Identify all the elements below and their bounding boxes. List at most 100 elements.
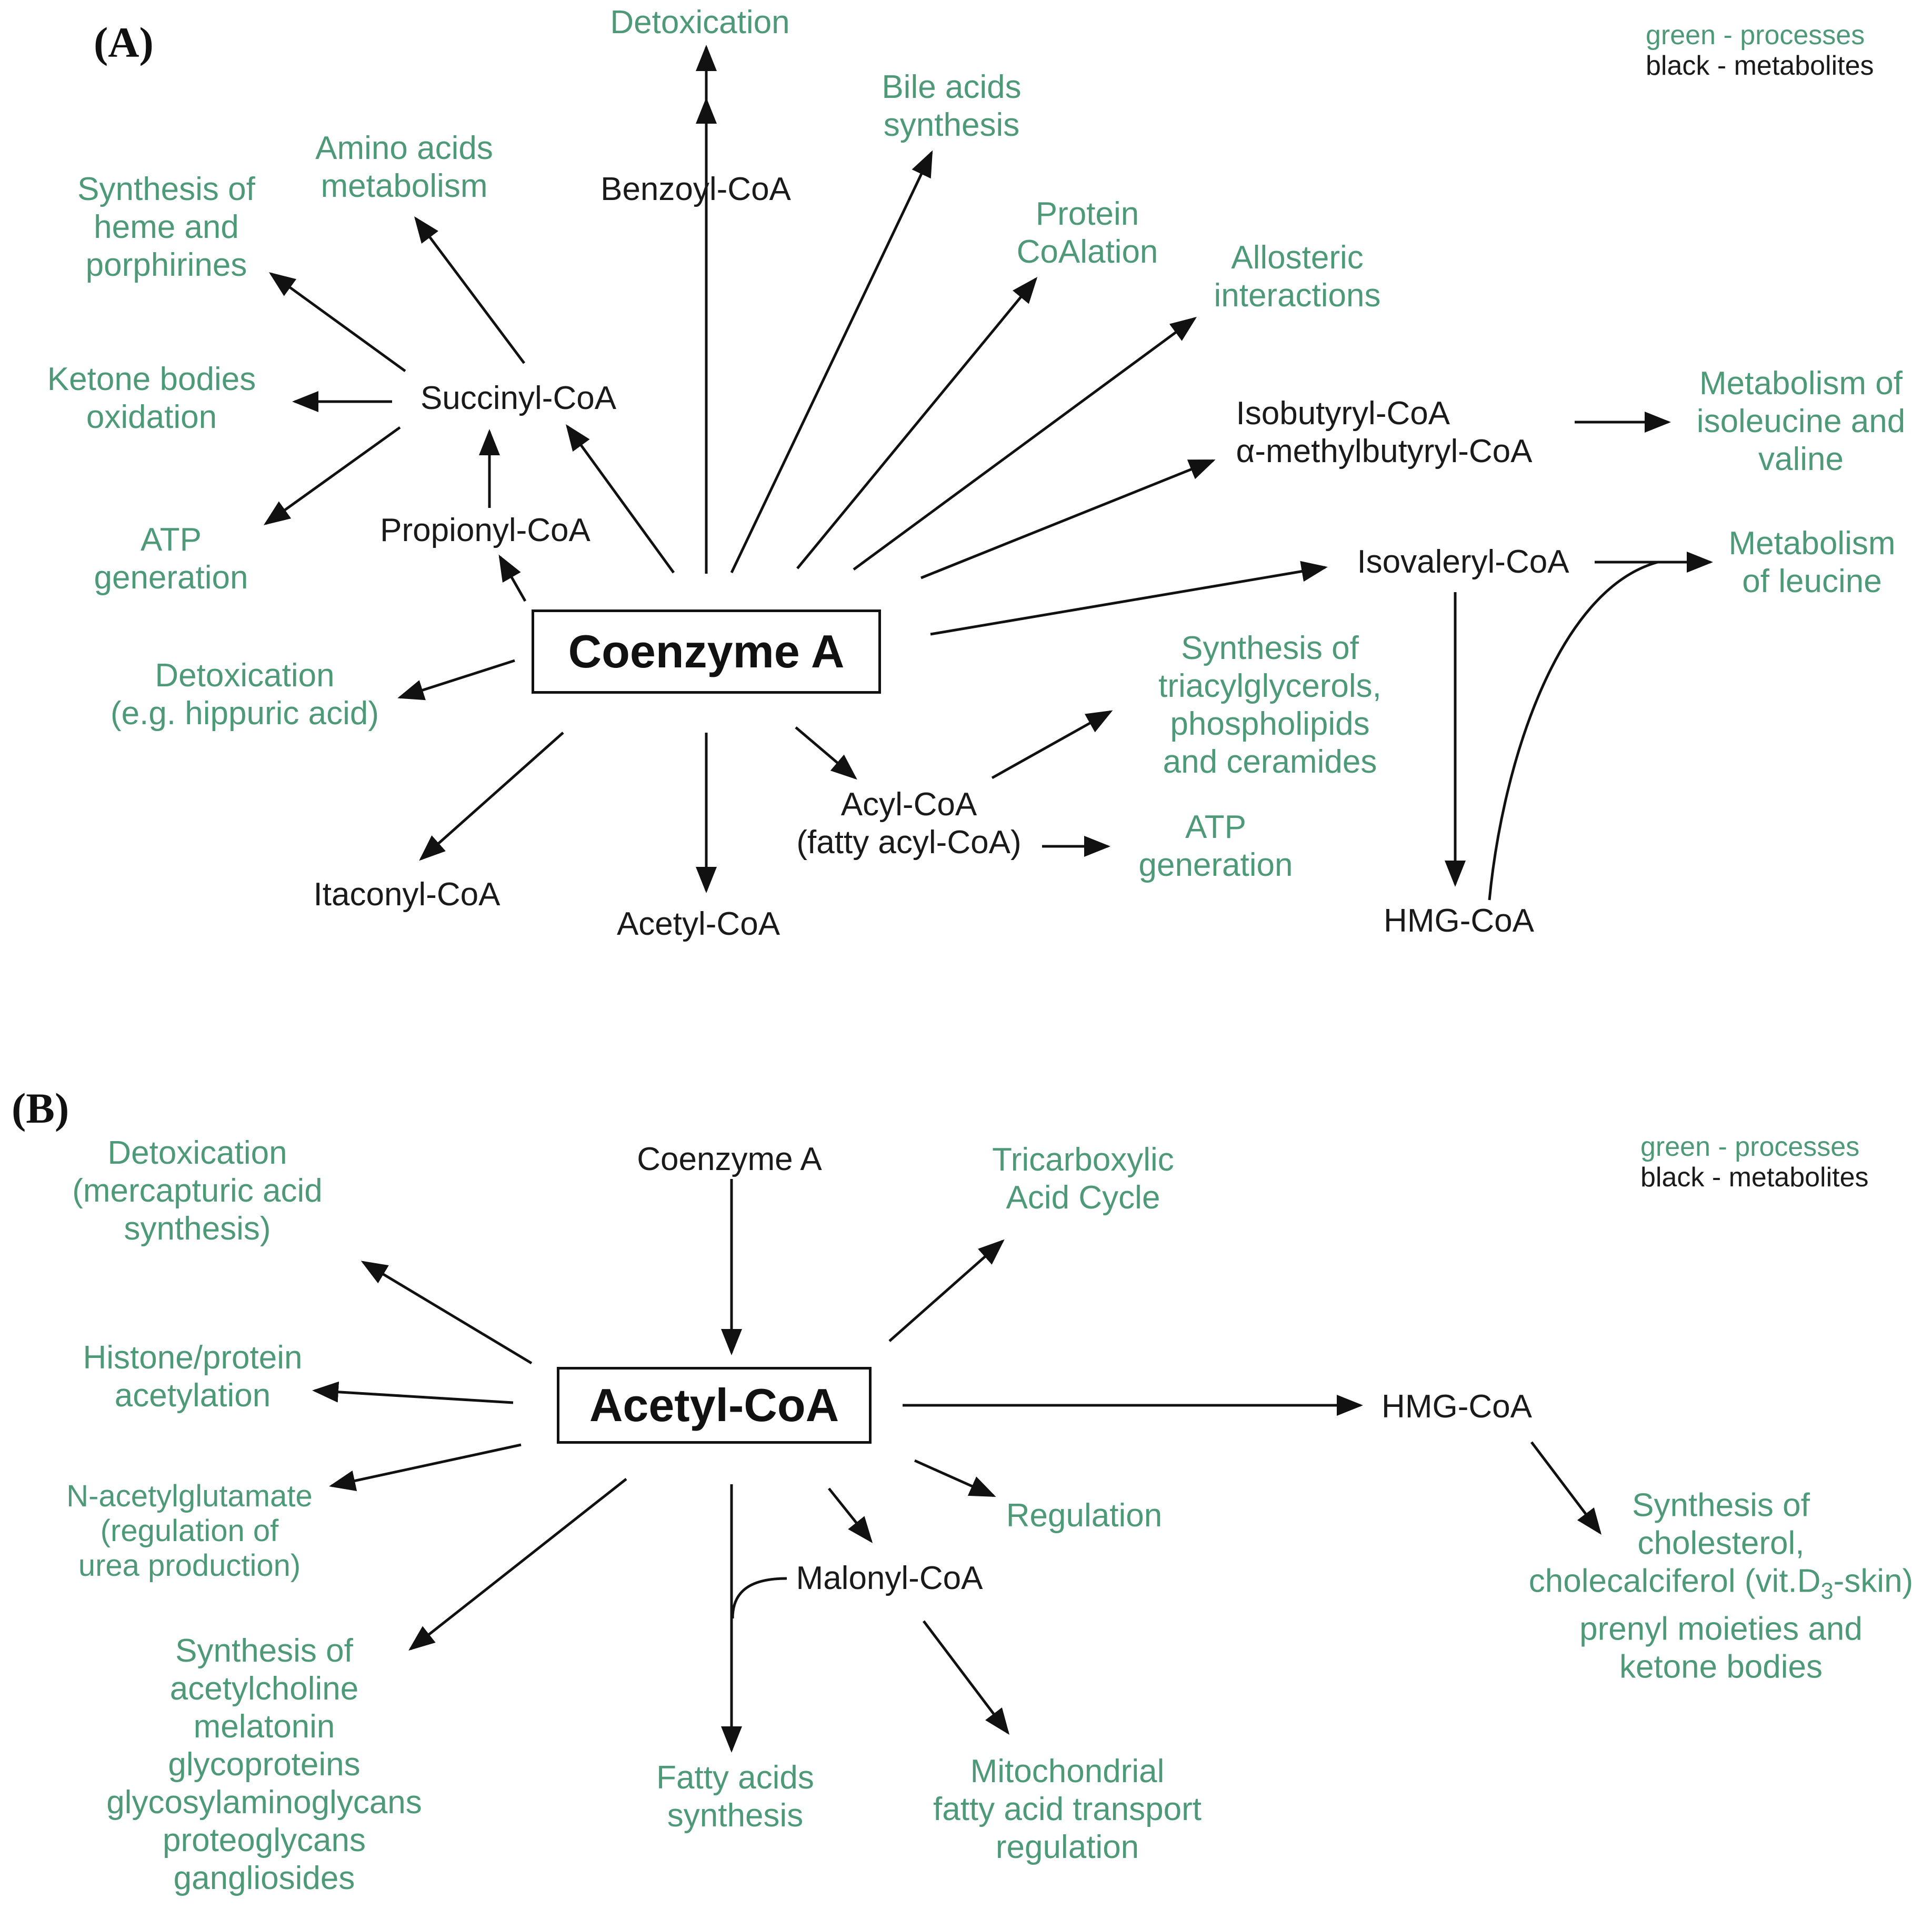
chol-line-3: cholecalciferol (vit.D3-skin) xyxy=(1529,1562,1913,1610)
arrow-to-succinyl xyxy=(566,424,675,574)
detoxication-hippuric-label: Detoxication (e.g. hippuric acid) xyxy=(111,657,379,733)
methylbutyryl-line: α-methylbutyryl-CoA xyxy=(1236,433,1533,469)
propionyl-coa-label: Propionyl-CoA xyxy=(380,512,590,548)
histone-acetylation-label: Histone/protein acetylation xyxy=(83,1339,302,1415)
histone-line-2: acetylation xyxy=(114,1377,271,1414)
acetyl-coa-label: Acetyl-CoA xyxy=(616,906,780,942)
ach-line-5: glycosylaminoglycans xyxy=(106,1784,422,1821)
ile-line-2: isoleucine and xyxy=(1696,403,1906,439)
curve-malonyl-to-fa xyxy=(731,1577,787,1619)
mito-line-3: regulation xyxy=(995,1829,1139,1865)
detox-b-line-3: synthesis) xyxy=(124,1211,271,1247)
arrow-to-atp-left xyxy=(263,426,401,525)
arrow-to-isobutyryl xyxy=(920,459,1216,579)
succinyl-coa-label: Succinyl-CoA xyxy=(420,380,617,416)
acyl-line-2: (fatty acyl-CoA) xyxy=(796,824,1022,861)
legend-metabolites: black - metabolites xyxy=(1646,51,1874,81)
ach-line-1: Synthesis of xyxy=(175,1633,353,1669)
fa-line-1: Fatty acids xyxy=(656,1760,814,1796)
allosteric-line-2: interactions xyxy=(1214,277,1381,314)
arrow-to-propionyl xyxy=(498,554,527,602)
allosteric-label: Allosteric interactions xyxy=(1214,239,1380,315)
chol-line-1: Synthesis of xyxy=(1632,1487,1810,1524)
atp-generation-left-label: ATP generation xyxy=(94,521,248,597)
coenzyme-a-box: Coenzyme A xyxy=(532,609,881,694)
allosteric-line-1: Allosteric xyxy=(1231,239,1364,276)
coenzyme-a-label: Coenzyme A xyxy=(637,1141,822,1177)
arrow-malonyl-to-mito xyxy=(923,1620,1010,1735)
amino-line-2: metabolism xyxy=(321,168,488,204)
atp-left-line-1: ATP xyxy=(141,522,202,558)
heme-synthesis-label: Synthesis of heme and porphirines xyxy=(77,171,255,284)
ketone-line-1: Ketone bodies xyxy=(47,361,256,397)
arrow-hmg-to-cholesterol xyxy=(1530,1441,1602,1535)
chol-line-2: cholesterol, xyxy=(1637,1525,1805,1562)
arrow-to-protein-coalation xyxy=(796,277,1038,569)
curve-hmg-to-leucine xyxy=(1488,561,1658,901)
tag-line-2: triacylglycerols, xyxy=(1158,668,1382,704)
tca-line-2: Acid Cycle xyxy=(1006,1180,1160,1216)
leucine-label: Metabolism of leucine xyxy=(1729,525,1896,601)
arrow-to-malonyl xyxy=(828,1487,873,1543)
amino-line-1: Amino acids xyxy=(315,130,493,166)
nag-line-3: urea production) xyxy=(78,1548,301,1583)
bile-line-1: Bile acids xyxy=(882,69,1022,105)
arrow-to-tca xyxy=(888,1239,1005,1342)
legend-a: green - processes black - metabolites xyxy=(1646,20,1874,81)
leu-line-1: Metabolism xyxy=(1728,525,1896,562)
arrow-to-itaconyl xyxy=(419,732,564,861)
acetyl-coa-title: Acetyl-CoA xyxy=(589,1379,839,1431)
atp-right-line-1: ATP xyxy=(1185,809,1246,845)
panel-b-label: (B) xyxy=(12,1084,69,1132)
detox-b-line-1: Detoxication xyxy=(107,1135,287,1171)
ach-line-4: glycoproteins xyxy=(168,1746,361,1783)
legend-processes: green - processes xyxy=(1640,1132,1860,1162)
legend-metabolites: black - metabolites xyxy=(1640,1162,1869,1193)
n-acetylglutamate-label: N-acetylglutamate (regulation of urea pr… xyxy=(66,1479,312,1583)
leu-line-2: of leucine xyxy=(1742,563,1882,599)
fatty-acid-synthesis-label: Fatty acids synthesis xyxy=(656,1759,814,1835)
ach-line-6: proteoglycans xyxy=(162,1822,366,1858)
chol-line-3-subscript: 3 xyxy=(1820,1578,1834,1604)
legend-b: green - processes black - metabolites xyxy=(1640,1132,1869,1193)
acetylcholine-synthesis-label: Synthesis of acetylcholine melatonin gly… xyxy=(106,1632,422,1897)
arrow-to-mercapturic xyxy=(361,1261,533,1365)
tag-line-3: phospholipids xyxy=(1170,706,1370,742)
ile-line-3: valine xyxy=(1758,441,1844,477)
detox-b-line-2: (mercapturic acid xyxy=(72,1173,323,1209)
protein-line-2: CoAlation xyxy=(1016,234,1158,270)
coenzyme-a-title: Coenzyme A xyxy=(568,625,845,677)
fa-line-2: synthesis xyxy=(667,1797,804,1834)
ach-line-2: acetylcholine xyxy=(169,1671,359,1707)
ach-line-3: melatonin xyxy=(193,1708,335,1745)
chol-line-5: ketone bodies xyxy=(1619,1648,1823,1685)
detox-left-line-2: (e.g. hippuric acid) xyxy=(110,695,379,732)
ile-line-1: Metabolism of xyxy=(1699,365,1903,402)
arrow-to-heme xyxy=(268,272,406,373)
nag-line-1: N-acetylglutamate xyxy=(66,1479,313,1513)
bile-acids-label: Bile acids synthesis xyxy=(882,68,1021,144)
ach-line-7: gangliosides xyxy=(173,1860,355,1896)
tag-line-1: Synthesis of xyxy=(1181,630,1359,666)
hmg-coa-label-b: HMG-CoA xyxy=(1382,1388,1532,1425)
heme-line-1: Synthesis of xyxy=(77,171,255,207)
arrow-to-allosteric xyxy=(853,317,1197,571)
acetyl-coa-box: Acetyl-CoA xyxy=(557,1367,872,1444)
mito-line-2: fatty acid transport xyxy=(933,1791,1202,1827)
chol-line-3b: -skin) xyxy=(1833,1563,1914,1600)
itaconyl-coa-label: Itaconyl-CoA xyxy=(313,876,500,913)
tca-cycle-label: Tricarboxylic Acid Cycle xyxy=(992,1141,1174,1217)
cholesterol-synthesis-label: Synthesis of cholesterol, cholecalcifero… xyxy=(1529,1486,1913,1686)
regulation-label: Regulation xyxy=(1006,1497,1163,1534)
mercapturic-detox-label: Detoxication (mercapturic acid synthesis… xyxy=(72,1134,322,1248)
atp-generation-right-label: ATP generation xyxy=(1138,808,1293,884)
acyl-coa-label: Acyl-CoA (fatty acyl-CoA) xyxy=(796,786,1021,862)
ketone-line-2: oxidation xyxy=(86,399,217,435)
amino-acids-label: Amino acids metabolism xyxy=(315,129,493,205)
tag-line-4: and ceramides xyxy=(1163,744,1377,780)
malonyl-coa-label: Malonyl-CoA xyxy=(796,1560,983,1596)
arrow-to-histone xyxy=(312,1381,514,1404)
legend-processes: green - processes xyxy=(1646,20,1865,51)
histone-line-1: Histone/protein xyxy=(83,1340,303,1376)
